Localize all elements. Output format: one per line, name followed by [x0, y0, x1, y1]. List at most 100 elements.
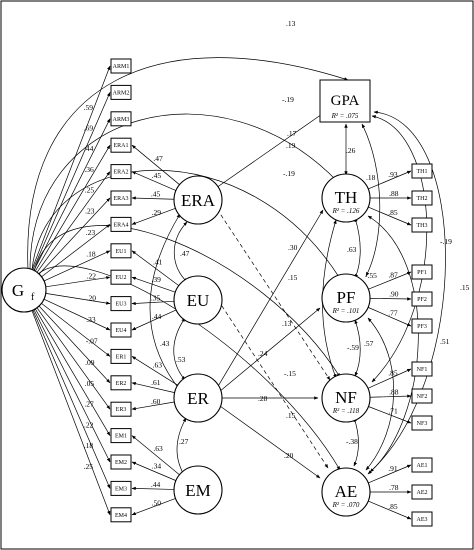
outcome-indicator-box: TH2 — [411, 190, 433, 206]
factor-loading-label: .50 — [152, 498, 162, 507]
node-eu: EU — [173, 275, 223, 325]
outcome-loading-label: .88 — [389, 388, 399, 397]
factor-loading-line — [131, 196, 175, 200]
nf-label: NF — [335, 388, 357, 407]
indicator-box: ERA3 — [110, 190, 132, 206]
corr-era-eu — [174, 221, 188, 283]
coef-eu-ae: .15 — [286, 411, 296, 420]
outcome-indicator-label: TH3 — [417, 223, 428, 229]
path-era-nf — [216, 208, 331, 381]
outcome-loading-line — [368, 271, 412, 290]
gf-loading-line — [36, 171, 111, 273]
paths-layer: .59.69.44.36.25.23.23.18.22.20.33-.07.09… — [27, 57, 446, 520]
coef-th-ae: .51 — [440, 337, 450, 346]
factor-loading-label: .45 — [151, 190, 161, 199]
indicator-label: ER3 — [116, 407, 127, 413]
path-er-th — [216, 209, 324, 389]
indicator-label: EM2 — [115, 460, 127, 466]
gf-loading-line — [35, 144, 111, 272]
gf-loading-line — [36, 307, 111, 410]
indicator-label: EM1 — [115, 434, 127, 440]
indicator-box: ERA4 — [110, 216, 132, 232]
factor-loading-line — [131, 486, 175, 491]
gf-loading-line — [31, 65, 111, 270]
outcome-indicator-label: PF1 — [417, 270, 427, 276]
corr-pf-ae — [365, 317, 394, 471]
indicator-label: ARM3 — [113, 117, 130, 123]
factor-loading-line — [131, 461, 177, 481]
corr-pf-nf — [354, 319, 361, 377]
coef-gpa-ae: .15 — [460, 283, 470, 292]
factor-loading-line — [131, 171, 177, 191]
indicator-box: ERA1 — [110, 137, 132, 153]
indicator-box: EM2 — [110, 454, 132, 470]
outcome-indicator-box: TH1 — [411, 163, 433, 179]
outcome-indicator-box: TH3 — [411, 217, 433, 233]
coef-er-th: .30 — [288, 243, 298, 252]
coef-eu-er: .53 — [176, 355, 186, 364]
outcome-loading-label: .90 — [389, 290, 399, 299]
er-label: ER — [187, 389, 209, 408]
outcome-loading-label: .77 — [388, 309, 398, 318]
factor-loading-label: .39 — [151, 275, 161, 284]
factor-loading-label: .44 — [152, 312, 162, 321]
outcome-indicator-label: PF3 — [417, 324, 427, 330]
gf-loading-label: .18 — [86, 249, 96, 258]
factor-loading-line — [131, 207, 176, 225]
indicator-box: EM1 — [110, 428, 132, 444]
gf-loading-label: .23 — [85, 207, 95, 216]
indicator-label: ER1 — [116, 354, 127, 360]
outcome-loading-label: .78 — [389, 483, 399, 492]
ae-label: AE — [335, 482, 358, 501]
coef-gf-gpa: .13 — [286, 19, 296, 28]
indicator-label: EU4 — [116, 328, 127, 334]
outcome-indicator-box: PF1 — [411, 264, 433, 280]
node-gpa: GPA R² = .075 — [319, 79, 371, 123]
era-label: ERA — [181, 191, 216, 210]
gf-loading-line — [34, 308, 111, 436]
path-er-ae — [219, 405, 321, 479]
gf-loading-line — [31, 310, 111, 516]
th-label: TH — [335, 188, 358, 207]
coef-er-em: .27 — [179, 437, 189, 446]
corr-nf-ae — [353, 417, 359, 467]
indicator-box: EU1 — [110, 243, 132, 259]
gf-loading-line — [33, 118, 111, 271]
outcome-indicator-box: NF2 — [411, 388, 433, 404]
eu-label: EU — [187, 291, 210, 310]
outcome-loading-label: .71 — [388, 407, 398, 416]
gf-loading-label: .44 — [84, 144, 94, 153]
factor-loading-label: .60 — [151, 397, 161, 406]
nf-r2: R² = .118 — [332, 407, 360, 415]
coef-th-nf: -.55 — [365, 271, 377, 280]
indicator-label: EU2 — [116, 275, 127, 281]
coef-gpa-nf: -.19 — [440, 237, 452, 246]
path-eu-ae — [217, 299, 329, 469]
gf-loading-label: .25 — [85, 186, 95, 195]
factor-loading-line — [131, 144, 180, 185]
indicator-label: ERA2 — [114, 170, 129, 176]
th-r2: R² = .126 — [332, 207, 360, 215]
outcome-indicator-label: NF2 — [417, 394, 428, 400]
coef-era-ae: .13 — [282, 319, 292, 328]
indicator-box: ER3 — [110, 401, 132, 417]
gf-loading-line — [43, 250, 111, 282]
corr-th-pf — [354, 217, 361, 279]
gf-loading-label: .25 — [84, 462, 94, 471]
gf-loading-label: .05 — [85, 379, 95, 388]
outcome-indicator-label: AE3 — [417, 517, 428, 523]
gf-loading-line — [45, 293, 111, 305]
outcome-indicator-label: AE2 — [417, 490, 428, 496]
coef-nf-ae: -.38 — [346, 437, 358, 446]
outcome-indicator-label: AE1 — [417, 463, 428, 469]
gf-loading-label: .33 — [86, 315, 96, 324]
gf-loading-label: .59 — [84, 103, 94, 112]
outcome-loading-line — [368, 406, 412, 424]
indicator-box: EM3 — [110, 480, 132, 496]
path-gf-pf — [31, 170, 343, 283]
node-era: ERA — [173, 175, 223, 225]
ae-r2: R² = .070 — [332, 501, 360, 509]
